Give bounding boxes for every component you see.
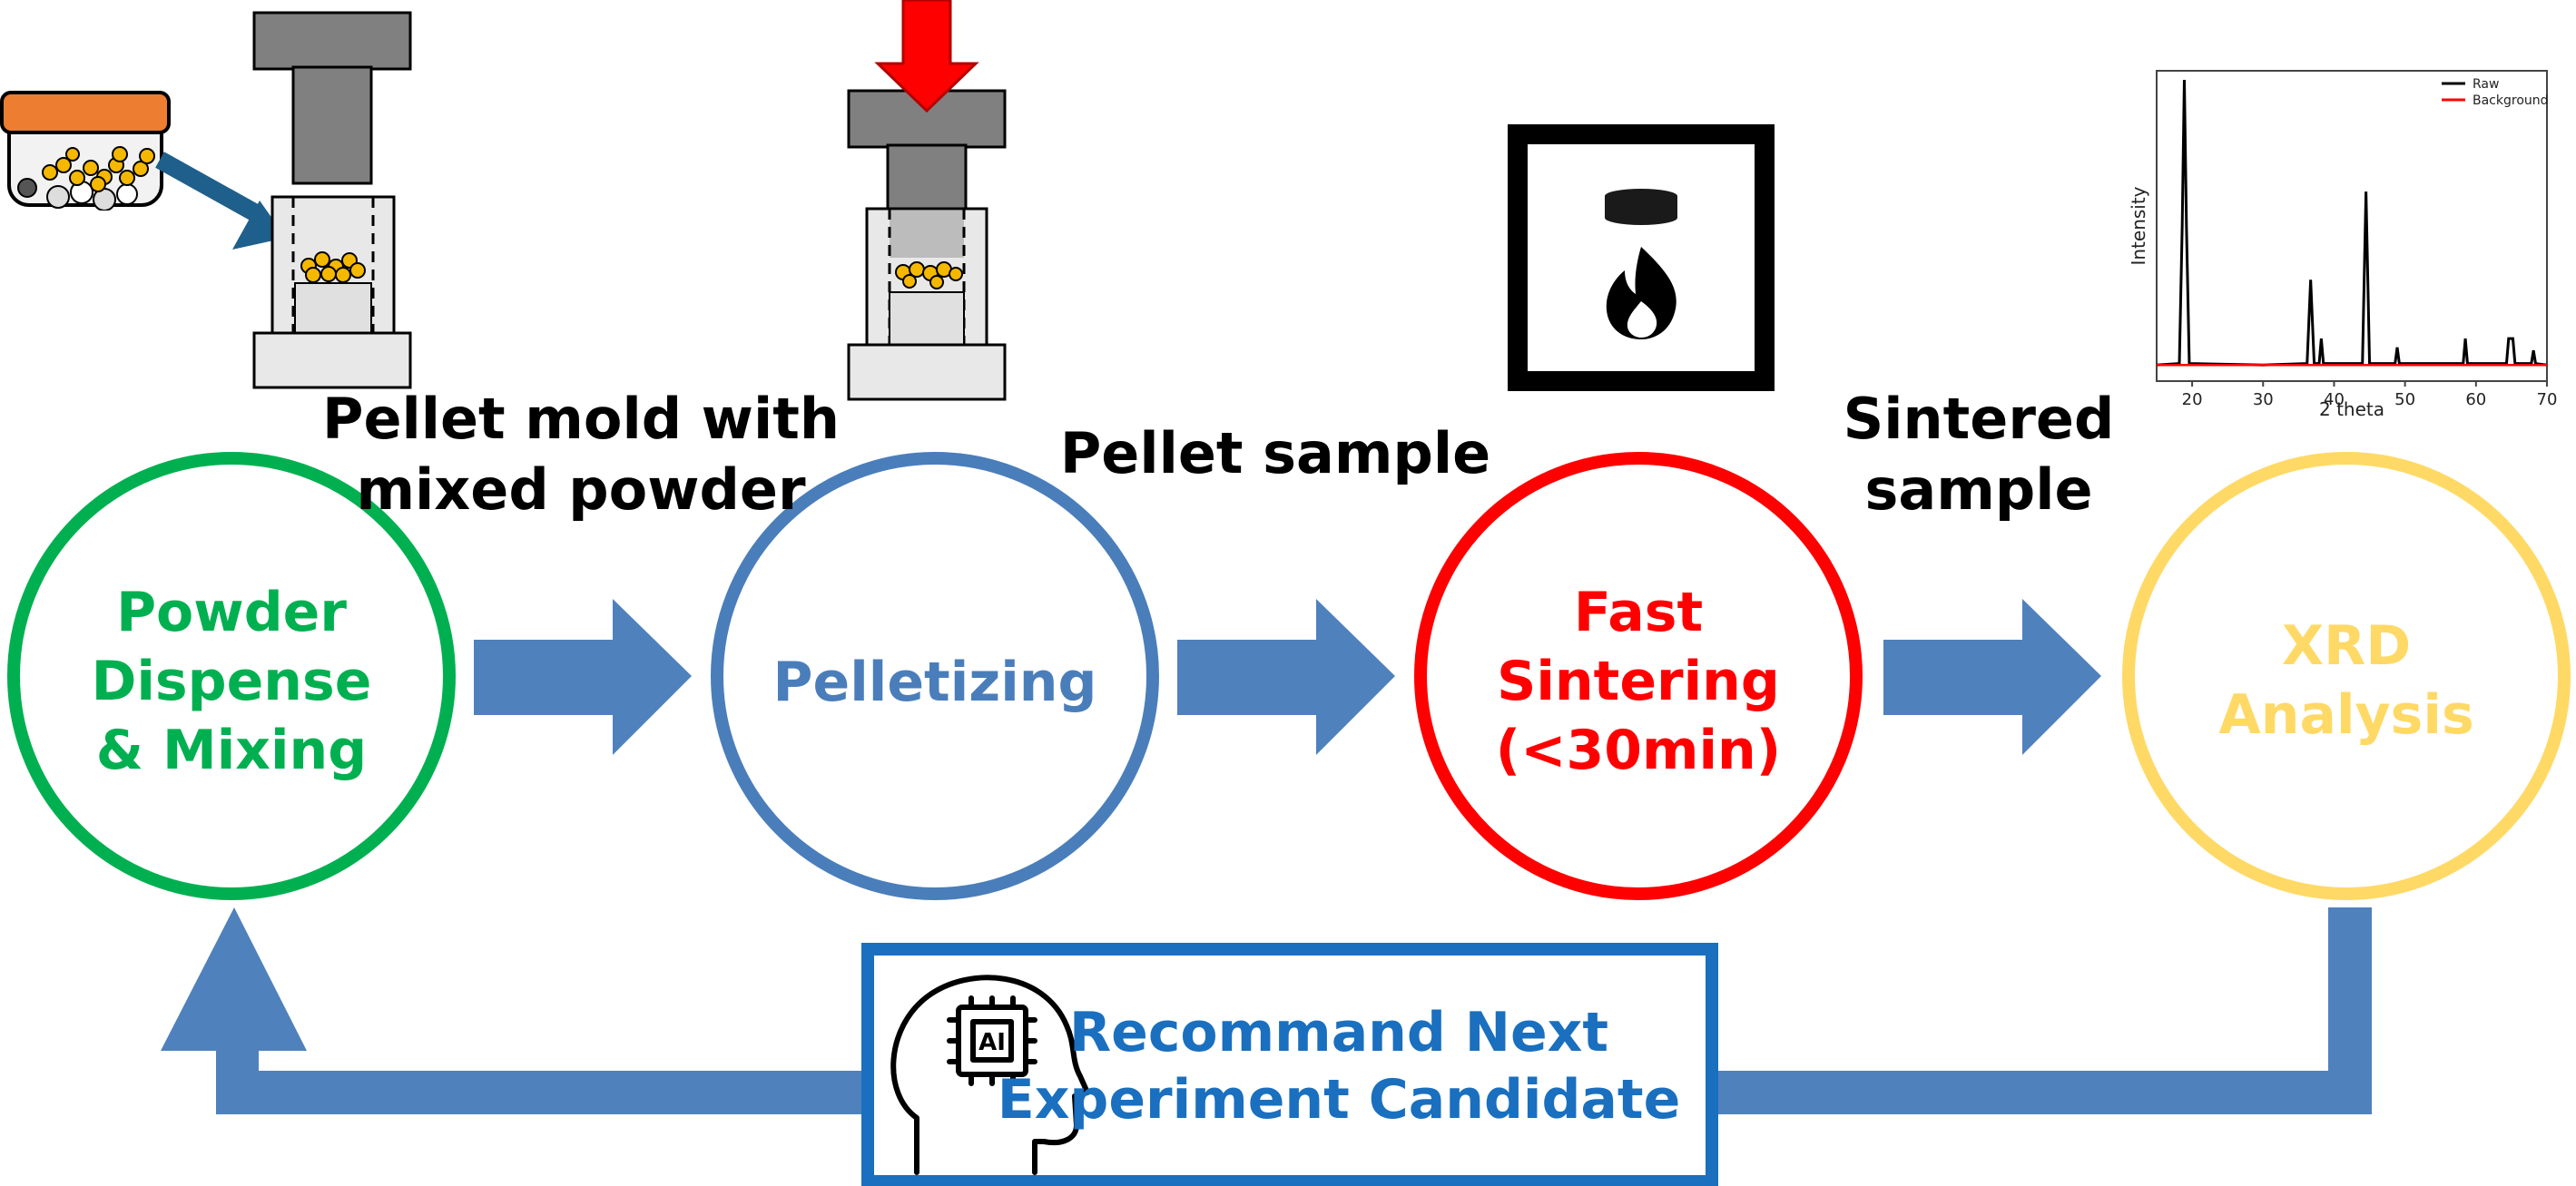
caption-pellet-sample: Pellet sample — [1060, 420, 1490, 486]
xrd-legend: Raw Background — [2442, 77, 2549, 108]
legend-label-raw: Raw — [2473, 77, 2499, 92]
xrd-tick-label: 50 — [2394, 390, 2415, 409]
step-circle-4 — [2122, 452, 2571, 900]
xrd-tick-label: 70 — [2537, 390, 2558, 409]
xrd-x-axis-label: 2 theta — [2319, 398, 2384, 420]
step-circle-3 — [1414, 452, 1863, 900]
xrd-y-axis-label: Intensity — [2128, 186, 2149, 265]
flow-arrow-1 — [474, 599, 692, 755]
transfer-arrow-icon — [155, 152, 286, 250]
powder-jar-icon — [0, 91, 171, 211]
xrd-tick-label: 20 — [2182, 390, 2203, 409]
xrd-plot-frame — [2156, 70, 2548, 382]
flow-arrow-3 — [1883, 599, 2101, 755]
down-arrow-icon — [874, 0, 979, 113]
flow-arrow-2 — [1177, 599, 1395, 755]
legend-label-background: Background — [2473, 93, 2549, 108]
press-icon — [847, 89, 1007, 401]
step-circle-1 — [7, 452, 456, 900]
xrd-chart: 20 30 40 50 60 70 Raw Background 2 theta Inte… — [2128, 70, 2558, 420]
flow-arrows — [474, 599, 2101, 755]
xrd-tick-label: 30 — [2253, 390, 2274, 409]
xrd-series-raw — [2156, 79, 2548, 367]
xrd-marks: 20 30 40 50 60 70 — [2156, 79, 2558, 409]
xrd-tick-label: 60 — [2465, 390, 2486, 409]
step-pelletizing: Pelletizing — [711, 452, 1159, 900]
svg-text:AI: AI — [978, 1029, 1006, 1056]
step-circle-2 — [711, 452, 1159, 900]
step-label-2: Pelletizing — [773, 651, 1097, 714]
ai-box-frame — [861, 943, 1718, 1186]
xrd-tick-label: 40 — [2324, 390, 2345, 409]
ai-head-icon: AI — [890, 975, 1090, 1175]
pellet-mold-icon — [252, 11, 412, 389]
furnace-flame-icon — [1508, 124, 1775, 391]
